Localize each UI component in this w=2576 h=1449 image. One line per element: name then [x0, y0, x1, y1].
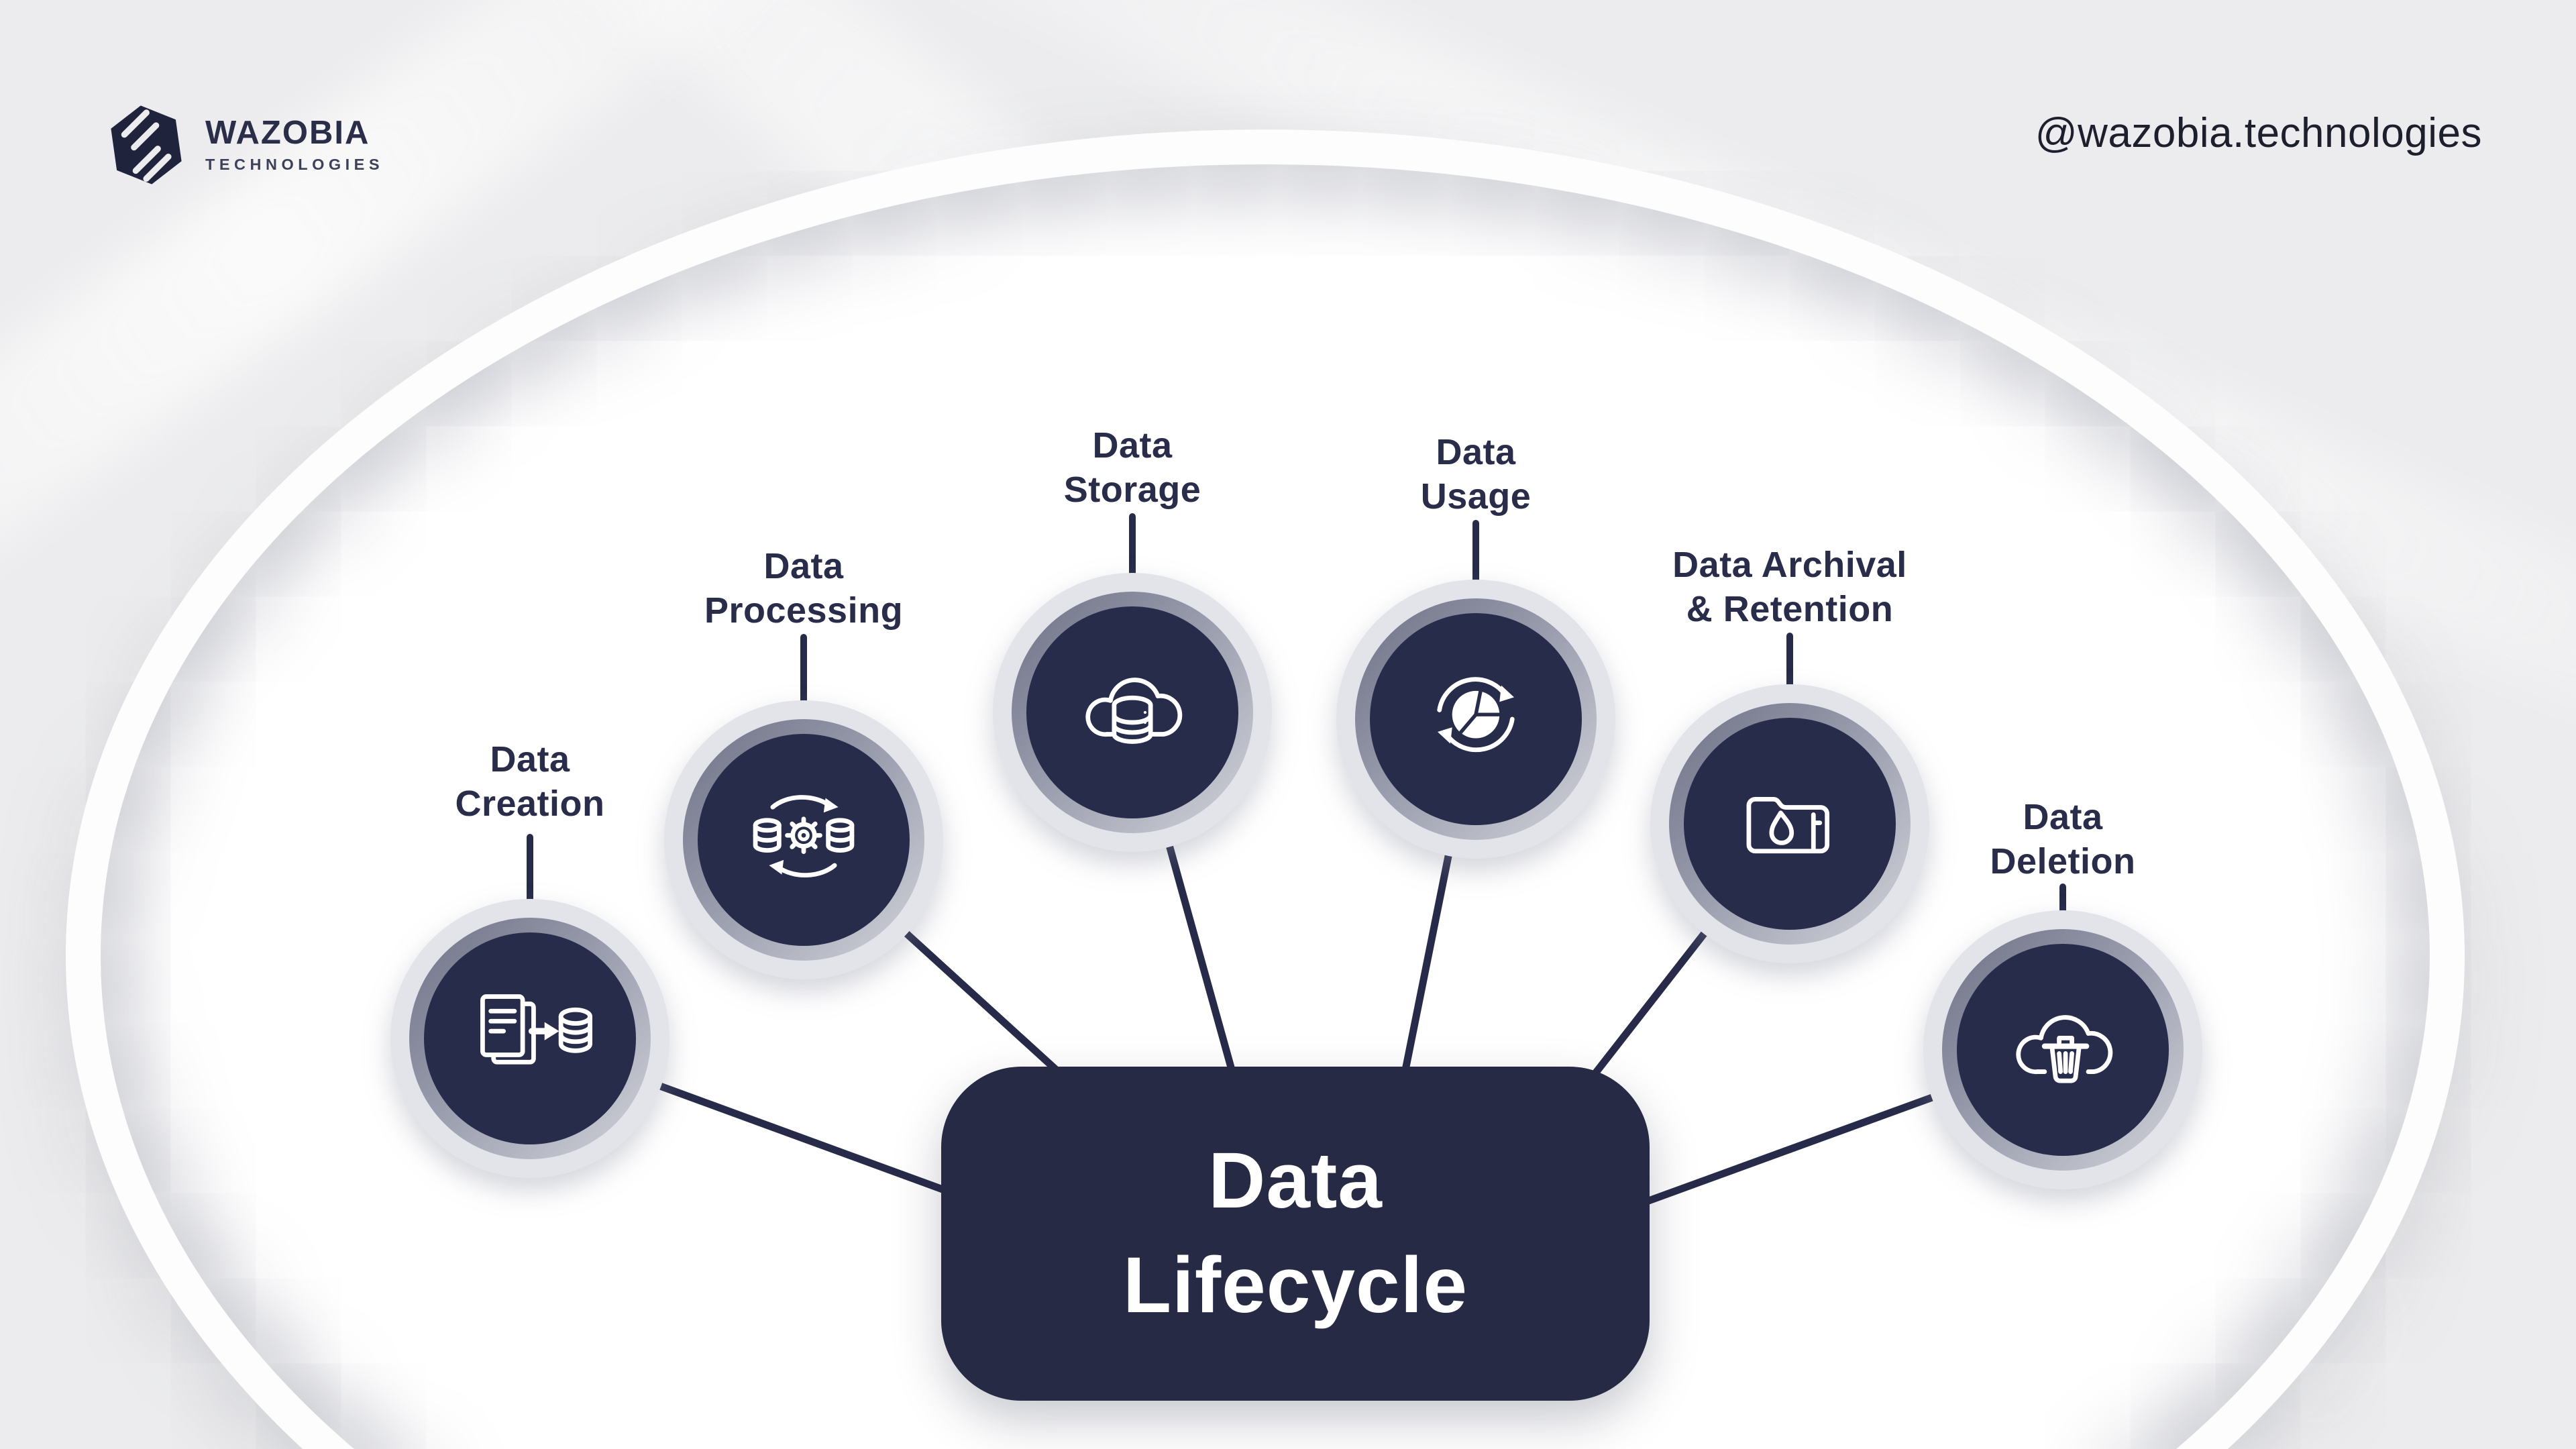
social-handle: @wazobia.technologies	[2035, 110, 2482, 156]
node-ring	[683, 719, 924, 961]
cloud-trash-icon	[1999, 995, 2127, 1105]
document-to-database-icon	[466, 983, 594, 1093]
node-label-data-processing: Data Processing	[704, 546, 904, 631]
node-ring	[1012, 592, 1253, 833]
database-gear-sync-icon	[740, 785, 867, 895]
node-data-archival	[1650, 684, 1929, 963]
data-lifecycle-box: Data Lifecycle	[941, 1067, 1650, 1401]
cloud-database-icon	[1069, 657, 1196, 767]
node-ring	[1942, 929, 2184, 1171]
node-data-deletion	[1923, 910, 2202, 1189]
node-label-data-usage: Data Usage	[1420, 432, 1532, 517]
node-disc	[1370, 613, 1582, 825]
folder-droplet-icon	[1726, 769, 1854, 879]
wazobia-hexagon-logo-icon	[111, 105, 182, 184]
node-label-data-storage: Data Storage	[1063, 425, 1201, 510]
brand-subtitle: TECHNOLOGIES	[205, 156, 384, 173]
node-label-data-archival: Data Archival & Retention	[1672, 545, 1907, 629]
node-disc	[424, 932, 636, 1144]
node-data-storage	[993, 573, 1272, 852]
node-data-creation	[390, 899, 669, 1178]
node-disc	[1026, 606, 1238, 818]
node-data-processing	[664, 700, 943, 979]
node-disc	[1684, 718, 1896, 930]
diagram-title: Data Lifecycle	[1122, 1136, 1468, 1330]
pie-chart-sync-icon	[1412, 664, 1540, 774]
node-ring	[1669, 703, 1911, 945]
node-label-data-deletion: Data Deletion	[1990, 797, 2136, 881]
node-data-usage	[1336, 580, 1615, 859]
brand-name: WAZOBIA	[205, 115, 370, 151]
brand-logo: WAZOBIA TECHNOLOGIES	[107, 102, 384, 188]
node-ring	[409, 918, 651, 1159]
node-label-data-creation: Data Creation	[455, 739, 605, 824]
node-ring	[1355, 598, 1597, 840]
node-disc	[698, 734, 910, 946]
node-disc	[1957, 944, 2169, 1156]
brand-text: WAZOBIA TECHNOLOGIES	[205, 102, 384, 173]
